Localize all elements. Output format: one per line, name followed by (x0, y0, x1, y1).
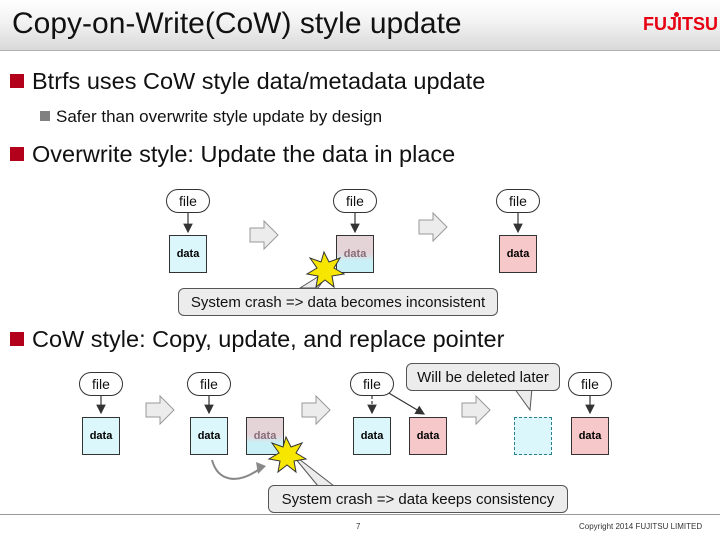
red-square-bullet-icon (10, 74, 24, 88)
deleted-later-callout: Will be deleted later (406, 363, 560, 391)
file-node: file (350, 372, 394, 396)
gray-square-bullet-icon (40, 111, 50, 121)
step-arrow-icon (145, 394, 175, 426)
step-arrow-icon (461, 394, 491, 426)
file-node: file (496, 189, 540, 213)
data-block: data (190, 417, 228, 455)
data-block-updated: data (499, 235, 537, 273)
footer-divider (0, 514, 720, 515)
crash-callout-cow: System crash => data keeps consistency (268, 485, 568, 513)
crash-callout-overwrite: System crash => data becomes inconsisten… (178, 288, 498, 316)
bullet-text: Btrfs uses CoW style data/metadata updat… (32, 68, 486, 94)
step-arrow-icon (301, 394, 331, 426)
data-block: data (169, 235, 207, 273)
data-block-to-delete (514, 417, 552, 455)
bullet-overwrite: Overwrite style: Update the data in plac… (10, 141, 455, 168)
data-block-partial: data (336, 235, 374, 273)
file-node: file (333, 189, 377, 213)
title-bar: Copy-on-Write(CoW) style update FUJITSU (0, 0, 720, 51)
copyright-text: Copyright 2014 FUJITSU LIMITED (579, 522, 703, 531)
step-arrow-icon (418, 211, 448, 243)
explosion-star-icon (305, 250, 346, 289)
data-block-old: data (353, 417, 391, 455)
explosion-star-icon (267, 435, 308, 474)
file-node: file (568, 372, 612, 396)
red-square-bullet-icon (10, 147, 24, 161)
data-block-new: data (409, 417, 447, 455)
bullet-text: Overwrite style: Update the data in plac… (32, 141, 456, 167)
bullet-cow: CoW style: Copy, update, and replace poi… (10, 326, 504, 353)
fujitsu-logo: FUJITSU (643, 14, 719, 34)
curved-arrow-icon (211, 459, 259, 480)
bullet-btrfs-cow: Btrfs uses CoW style data/metadata updat… (10, 68, 485, 95)
data-block: data (82, 417, 120, 455)
file-node: file (166, 189, 210, 213)
sub-bullet-text: Safer than overwrite style update by des… (56, 107, 383, 126)
file-node: file (79, 372, 123, 396)
data-block-updated: data (571, 417, 609, 455)
file-node: file (187, 372, 231, 396)
sub-bullet-safer: Safer than overwrite style update by des… (40, 107, 382, 127)
bullet-text: CoW style: Copy, update, and replace poi… (32, 326, 505, 352)
step-arrow-icon (249, 219, 279, 251)
logo-dot-icon (674, 12, 679, 17)
curved-arrow-head (256, 462, 266, 474)
red-square-bullet-icon (10, 332, 24, 346)
page-number: 7 (356, 522, 361, 531)
slide-title: Copy-on-Write(CoW) style update (12, 7, 462, 40)
